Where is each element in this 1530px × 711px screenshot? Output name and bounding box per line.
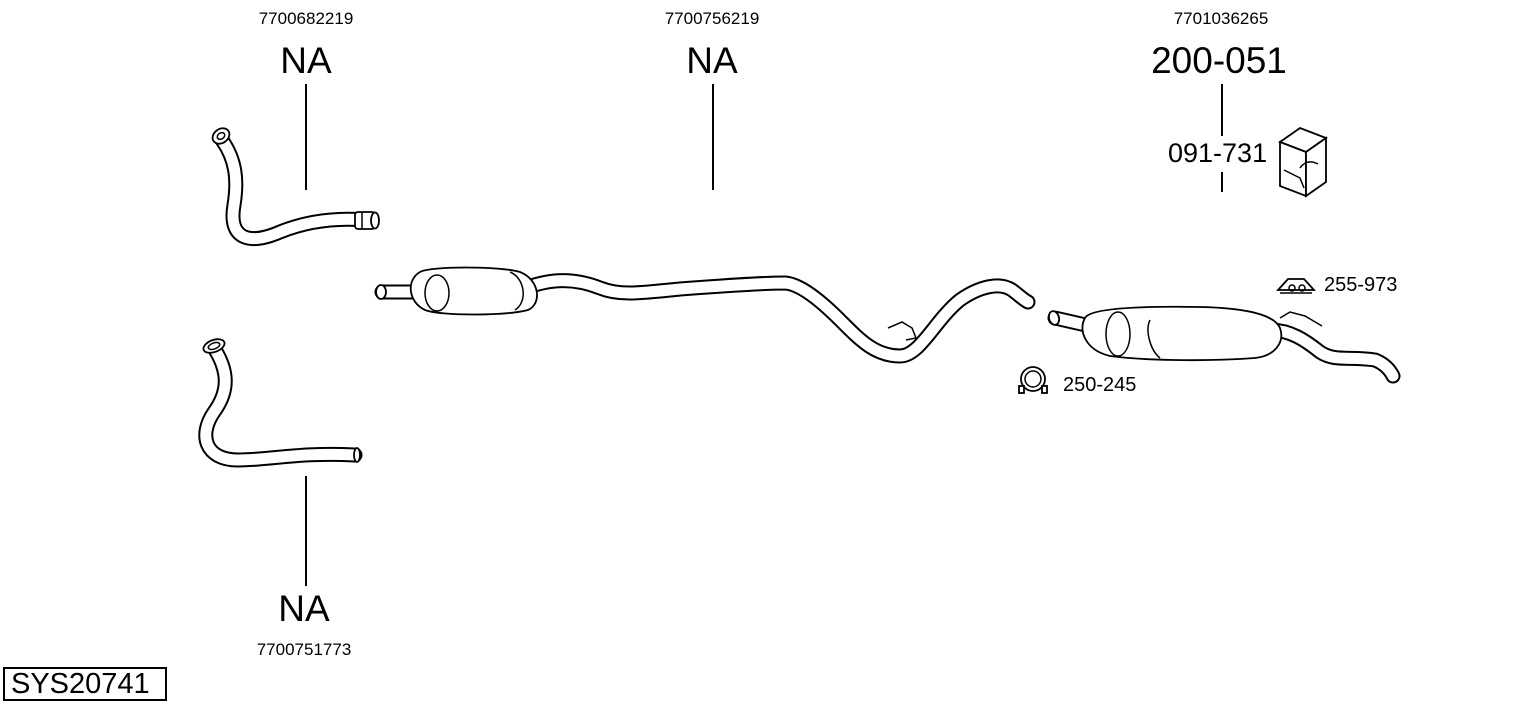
part-code-rear-silencer[interactable]: 200-051 — [1151, 40, 1287, 81]
part-code-center-section[interactable]: NA — [686, 40, 738, 81]
part-code-fitting-kit[interactable]: 091-731 — [1168, 138, 1268, 168]
leader-line-front-pipe-lower — [305, 476, 307, 586]
part-code-clamp[interactable]: 250-245 — [1063, 374, 1137, 396]
leader-line-front-pipe-upper — [305, 84, 307, 190]
rubber-mount-icon[interactable] — [1275, 278, 1317, 294]
leader-line-rear-silencer — [1221, 84, 1223, 136]
leader-line-center-section — [712, 84, 714, 190]
oe-number-center-section: 7700756219 — [664, 9, 760, 28]
front-pipe-lower[interactable] — [198, 337, 363, 468]
system-id-label: SYS20741 — [3, 667, 167, 701]
part-code-rubber-mount[interactable]: 255-973 — [1324, 274, 1398, 296]
clamp-icon[interactable] — [1018, 366, 1048, 394]
fitting-kit-box-icon[interactable] — [1278, 126, 1328, 198]
part-code-front-pipe-upper[interactable]: NA — [280, 40, 332, 81]
oe-number-front-pipe-upper: 7700682219 — [258, 9, 354, 28]
oe-number-front-pipe-lower: 7700751773 — [256, 640, 352, 659]
front-pipe-upper[interactable] — [210, 125, 380, 247]
leader-line-fitting-kit — [1221, 172, 1223, 192]
rear-silencer[interactable] — [1047, 305, 1401, 384]
center-section[interactable] — [374, 266, 1036, 364]
part-code-front-pipe-lower[interactable]: NA — [278, 588, 330, 629]
oe-number-rear-silencer: 7701036265 — [1173, 9, 1269, 28]
